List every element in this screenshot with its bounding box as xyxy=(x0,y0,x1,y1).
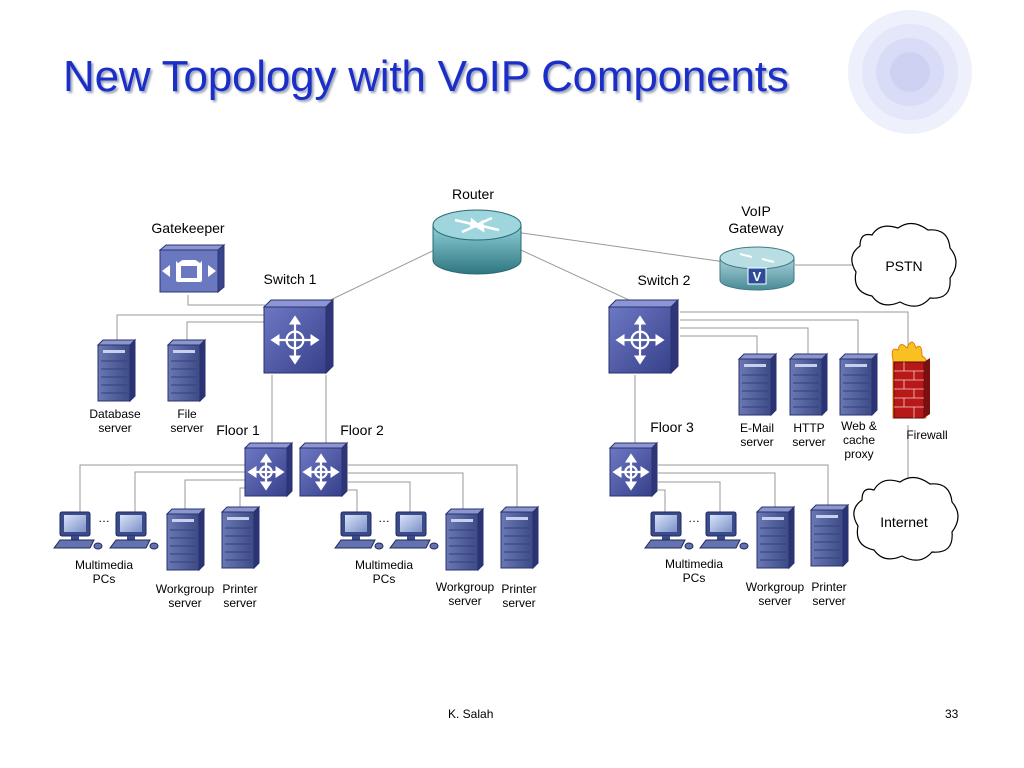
web-cache-proxy-label: Web & cache proxy xyxy=(841,419,877,461)
floor1-workgroup-server-icon xyxy=(165,507,206,572)
floor2-pc-icon xyxy=(389,511,439,550)
floor3-label: Floor 3 xyxy=(650,419,694,435)
floor3-pc-icon xyxy=(644,511,694,550)
floor1-switch-icon xyxy=(243,441,294,498)
pstn-label: PSTN xyxy=(885,258,923,274)
floor2-workgroup-server-icon xyxy=(444,507,485,572)
gatekeeper-label: Gatekeeper xyxy=(151,220,225,236)
floor2-printer-server-icon xyxy=(499,505,540,570)
floor2-switch-icon xyxy=(298,441,349,498)
footer-author: K. Salah xyxy=(448,707,494,721)
email-server-icon xyxy=(737,352,778,417)
switch2-label: Switch 2 xyxy=(637,272,691,288)
floor1-pc-icon xyxy=(53,511,103,550)
svg-text:V: V xyxy=(753,269,762,284)
floor3-pc-icon xyxy=(699,511,749,550)
floor1-ellipsis: … xyxy=(98,511,110,525)
http-server-label: HTTP server xyxy=(792,421,826,449)
floor3-workgroup-server-label: Workgroup server xyxy=(745,580,805,608)
web-cache-proxy-icon xyxy=(838,352,879,417)
file-server-label: File server xyxy=(170,407,204,435)
floor2-printer-server-label: Printer server xyxy=(501,582,537,610)
database-server-icon xyxy=(96,338,137,403)
voip-gateway-icon: V xyxy=(719,246,795,291)
internet-cloud-icon xyxy=(853,476,959,561)
pstn-cloud-icon xyxy=(851,222,957,307)
floor3-printer-server-icon xyxy=(809,503,850,568)
floor3-workgroup-server-icon xyxy=(755,505,796,570)
floor1-multimedia-pcs-label: Multimedia PCs xyxy=(74,558,134,586)
router-label: Router xyxy=(451,186,495,202)
gatekeeper-icon xyxy=(158,243,226,294)
floor3-printer-server-label: Printer server xyxy=(811,580,847,608)
firewall-label: Firewall xyxy=(906,428,948,442)
floor2-ellipsis: … xyxy=(378,511,390,525)
http-server-icon xyxy=(788,352,829,417)
firewall-icon xyxy=(891,341,930,419)
voip-gateway-label: VoIP Gateway xyxy=(728,203,784,236)
floor2-workgroup-server-label: Workgroup server xyxy=(435,580,495,608)
floor3-switch-icon xyxy=(608,441,659,498)
floor1-printer-server-label: Printer server xyxy=(222,582,258,610)
switch2-icon xyxy=(607,298,680,375)
slide-title: New Topology with VoIP Components xyxy=(63,52,789,101)
floor1-printer-server-icon xyxy=(220,505,261,570)
internet-label: Internet xyxy=(880,514,928,530)
floor2-multimedia-pcs-label: Multimedia PCs xyxy=(354,558,414,586)
floor1-pc-icon xyxy=(109,511,159,550)
switch1-label: Switch 1 xyxy=(263,271,317,287)
router-icon xyxy=(432,209,522,275)
floor1-label: Floor 1 xyxy=(216,422,260,438)
email-server-label: E-Mail server xyxy=(739,421,775,449)
switch1-icon xyxy=(262,298,335,375)
floor3-ellipsis: … xyxy=(688,511,700,525)
floor3-multimedia-pcs-label: Multimedia PCs xyxy=(664,557,724,585)
file-server-icon xyxy=(166,338,207,403)
database-server-label: Database server xyxy=(89,407,141,435)
floor1-workgroup-server-label: Workgroup server xyxy=(155,582,215,610)
floor2-label: Floor 2 xyxy=(340,422,384,438)
floor2-pc-icon xyxy=(334,511,384,550)
footer-page-number: 33 xyxy=(945,707,959,721)
